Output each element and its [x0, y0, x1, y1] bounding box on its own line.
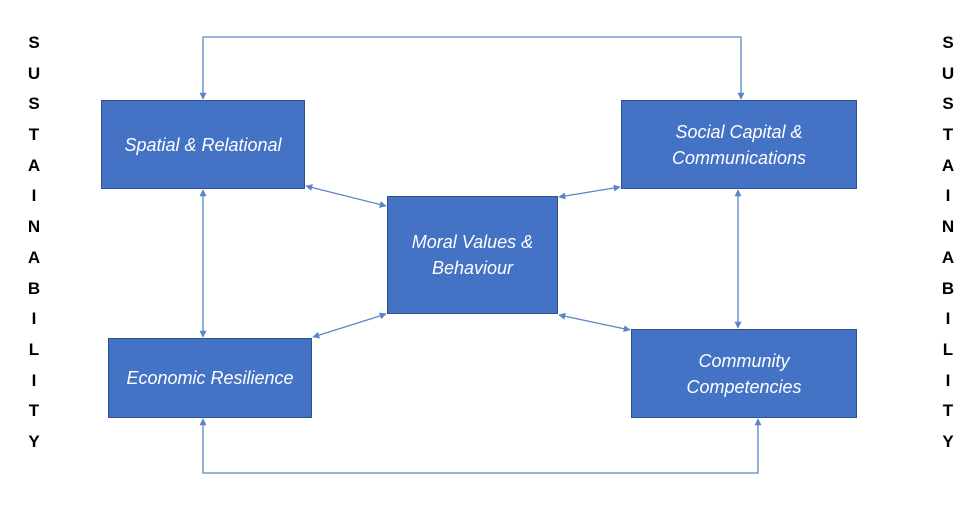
connector-spatial-social-loop — [199, 36, 745, 100]
social-capital-label: Social Capital & Communications — [671, 121, 807, 168]
sustainability-right-letter: A — [941, 247, 955, 267]
sustainability-right-letter: N — [941, 217, 955, 237]
sustainability-left-letter: A — [27, 247, 41, 267]
connector-moral-community — [558, 312, 631, 333]
sustainability-right-letter: I — [945, 186, 951, 206]
sustainability-right-letter: T — [942, 125, 954, 145]
connector-economic-community-loop — [199, 418, 762, 474]
connector-moral-social — [558, 184, 621, 200]
community-competencies-box: Community Competencies — [631, 329, 857, 418]
connector-moral-spatial — [305, 184, 387, 208]
sustainability-right-letter: T — [942, 401, 954, 421]
sustainability-left-letter: I — [31, 370, 37, 390]
community-competencies-label: Community Competencies — [686, 350, 802, 397]
spatial-relational-label: Spatial & Relational — [124, 134, 282, 155]
sustainability-left-letter: S — [28, 33, 40, 52]
sustainability-left-letter: L — [28, 339, 40, 359]
sustainability-left-letter: U — [27, 63, 41, 83]
sustainability-left-letter: T — [28, 125, 40, 145]
sustainability-right-letter: L — [942, 339, 954, 359]
sustainability-right-letter: U — [941, 63, 955, 83]
moral-values-box: Moral Values & Behaviour — [387, 196, 558, 314]
sustainability-right-letter: Y — [942, 431, 954, 451]
sustainability-left-letter: B — [27, 278, 41, 298]
sustainability-left-letter: T — [28, 401, 40, 421]
edge-layer — [199, 36, 762, 474]
sustainability-left-letter: I — [31, 186, 37, 206]
sustainability-right-letter: I — [945, 309, 951, 329]
moral-values-label: Moral Values & Behaviour — [411, 232, 534, 278]
economic-resilience-box: Economic Resilience — [108, 338, 312, 418]
sustainability-right-letter: S — [942, 33, 954, 52]
sustainability-right-letter: A — [941, 155, 955, 175]
sustainability-right-letter: I — [945, 370, 951, 390]
economic-resilience-label: Economic Resilience — [126, 368, 294, 388]
sustainability-left-letter: I — [31, 309, 37, 329]
spatial-relational-box: Spatial & Relational — [101, 100, 305, 189]
sustainability-left-letter: S — [28, 94, 40, 114]
sustainability-right-letter: B — [941, 278, 955, 298]
sustainability-left-letter: A — [27, 155, 41, 175]
sustainability-left-letter: Y — [28, 431, 40, 451]
sustainability-right-letter: S — [942, 94, 954, 114]
connector-moral-economic — [312, 312, 387, 339]
sustainability-left-letter: N — [27, 217, 41, 237]
social-capital-box: Social Capital & Communications — [621, 100, 857, 189]
